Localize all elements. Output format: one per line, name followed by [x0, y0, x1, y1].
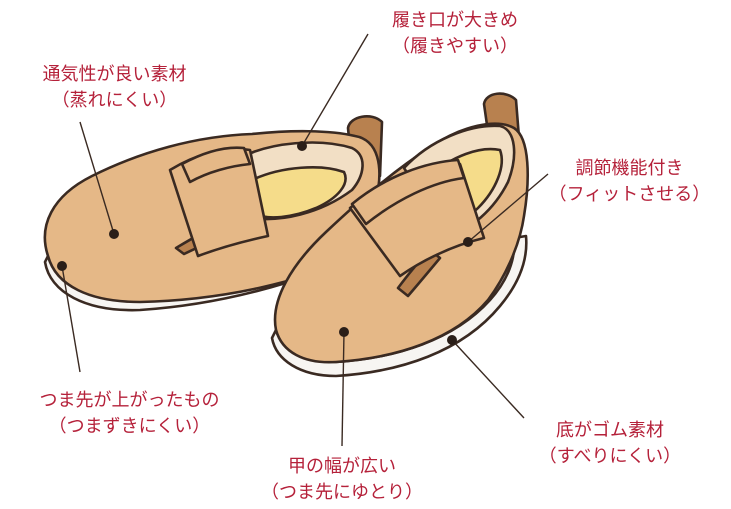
dot-icon [297, 141, 307, 151]
label-wide-toe-title: 甲の幅が広い [288, 456, 396, 477]
label-heel-opening: 履き口が大きめ （履きやすい） [345, 8, 565, 60]
label-heel-opening-title: 履き口が大きめ [392, 10, 518, 31]
label-rubber-sole: 底がゴム素材 （すべりにくい） [505, 418, 715, 470]
dot-icon [339, 327, 349, 337]
label-raised-toe-subtitle: （つまずきにくい） [48, 416, 211, 437]
dot-icon [463, 237, 473, 247]
left-shoe-strap-end [180, 146, 252, 184]
leader-breathable [79, 121, 115, 235]
label-wide-toe: 甲の幅が広い （つま先にゆとり） [232, 454, 452, 506]
right-shoe-strap-end [350, 158, 466, 226]
label-adjustable-subtitle: （フィットさせる） [548, 184, 711, 205]
left-shoe-insole [250, 166, 347, 219]
leader-rubber-sole [451, 339, 525, 419]
label-heel-opening-subtitle: （履きやすい） [392, 36, 518, 57]
label-breathable-title: 通気性が良い素材 [42, 64, 187, 85]
leader-heel-opening [301, 33, 369, 147]
label-adjustable-title: 調節機能付き [575, 158, 684, 179]
label-breathable: 通気性が良い素材 （蒸れにくい） [2, 62, 227, 114]
label-rubber-sole-subtitle: （すべりにくい） [538, 446, 682, 467]
right-shoe-tongue [396, 248, 442, 298]
right-shoe [270, 92, 529, 378]
markers [57, 141, 473, 345]
dot-icon [109, 229, 119, 239]
label-wide-toe-subtitle: （つま先にゆとり） [261, 482, 423, 503]
dot-icon [57, 261, 67, 271]
label-raised-toe: つま先が上がったもの （つまずきにくい） [2, 388, 257, 440]
leader-wide-toe [341, 331, 345, 447]
leader-lines [61, 33, 549, 447]
leader-adjustable [467, 173, 549, 243]
label-rubber-sole-title: 底がゴム素材 [556, 420, 664, 441]
label-raised-toe-title: つま先が上がったもの [39, 390, 220, 411]
dot-icon [447, 335, 457, 345]
label-adjustable: 調節機能付き （フィットさせる） [530, 156, 729, 208]
leader-raised-toe [61, 265, 81, 373]
label-breathable-subtitle: （蒸れにくい） [51, 90, 178, 111]
left-shoe [43, 115, 384, 312]
